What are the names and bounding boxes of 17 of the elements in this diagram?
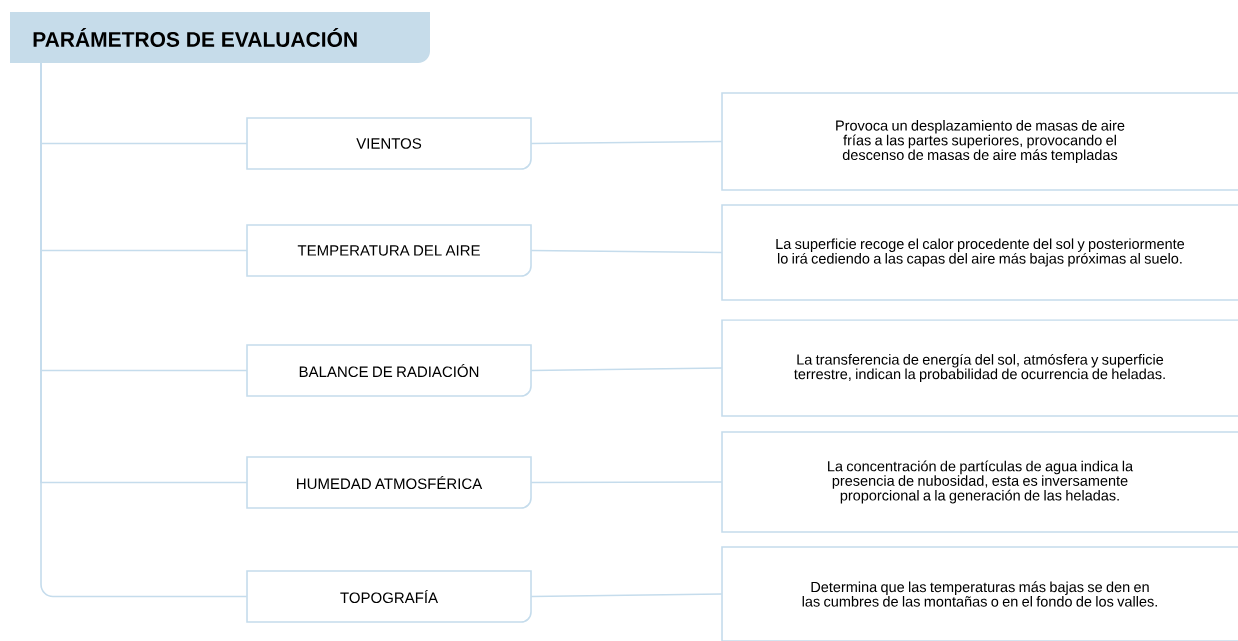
parameter-box: VIENTOS [246,117,532,170]
connector-line [530,140,723,145]
connector-line [530,249,723,254]
description-box: Provoca un desplazamiento de masas de aire frías a las partes superiores, provocando el descenso de masas de aire más templadas [721,92,1238,191]
connector-line [40,62,248,598]
parameter-box: TOPOGRAFÍA [246,570,532,623]
parameter-box: BALANCE DE RADIACIÓN [246,344,532,397]
connector-line [530,367,723,372]
connector-line [530,593,723,598]
description-box: La concentración de partículas de agua indica la presencia de nubosidad, esta es inversamente proporcional a la generación de las heladas. [721,431,1238,533]
connector-line [530,481,723,484]
description-box: Determina que las temperaturas más bajas se den en las cumbres de las montañas o en el fondo de los valles. [721,546,1238,641]
description-box: La superficie recoge el calor procedente del sol y posteriormente lo irá cediendo a las capas del aire más bajas próximas al suelo. [721,204,1238,301]
parameter-box: TEMPERATURA DEL AIRE [246,224,532,277]
title-banner: PARÁMETROS DE EVALUACIÓN [10,12,430,63]
parameter-box: HUMEDAD ATMOSFÉRICA [246,456,532,509]
description-box: La transferencia de energía del sol, atmósfera y superficie terrestre, indican la probabilidad de ocurrencia de heladas. [721,319,1238,417]
